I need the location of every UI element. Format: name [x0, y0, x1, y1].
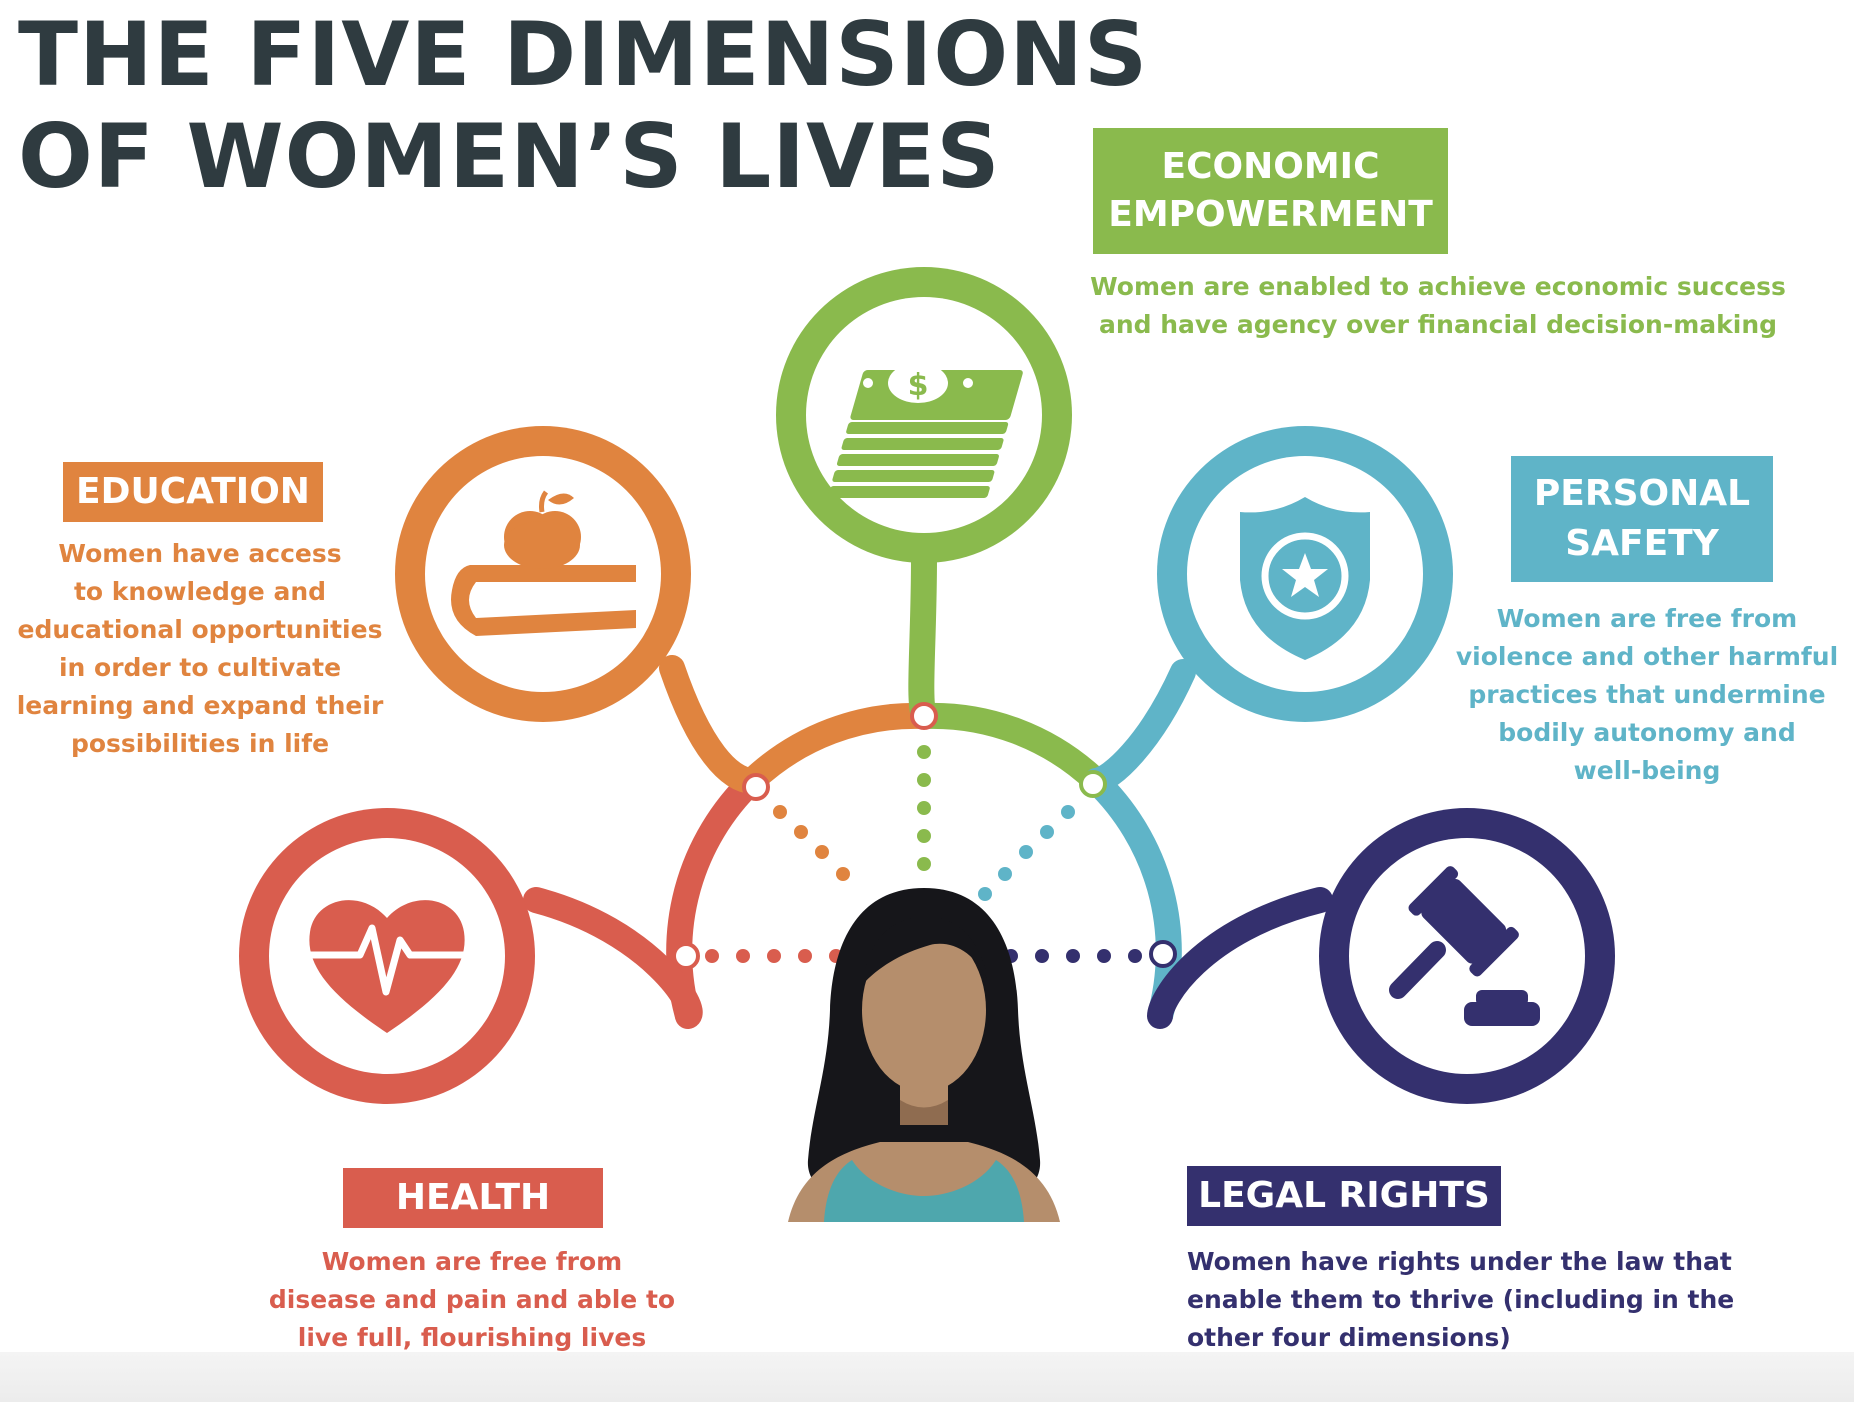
desc-safety: Women are free from violence and other h…: [1450, 600, 1844, 790]
label-economic-line-1: ECONOMIC: [1161, 146, 1380, 187]
desc-education-line-6: possibilities in life: [70, 729, 330, 758]
desc-legal-line-1: Women have rights under the law that: [1187, 1247, 1732, 1276]
apple-book-icon: [451, 490, 636, 636]
desc-safety-line-5: well-being: [1573, 756, 1721, 785]
circle-education: [395, 426, 691, 722]
arc-segment-safety: [1086, 771, 1182, 1020]
neck-shadow: [900, 1100, 948, 1125]
desc-health-line-3: live full, flourishing lives: [297, 1323, 647, 1352]
label-legal: LEGAL RIGHTS: [1187, 1166, 1501, 1226]
arc-segment-education: [743, 702, 925, 791]
title-line-2: OF WOMEN’S LIVES: [18, 105, 1001, 208]
desc-health: Women are free from disease and pain and…: [262, 1243, 682, 1357]
circle-safety: [1157, 426, 1453, 722]
page-title: THE FIVE DIMENSIONS OF WOMEN’S LIVES: [18, 4, 1148, 208]
desc-legal: Women have rights under the law that ena…: [1187, 1243, 1747, 1357]
node-legal: [1149, 940, 1177, 968]
circle-health: [239, 808, 535, 1104]
desc-economic-line-1: Women are enabled to achieve economic su…: [1090, 272, 1786, 301]
woman-illustration: [788, 888, 1060, 1222]
circle-economic: $: [776, 267, 1072, 563]
node-education: [742, 773, 770, 801]
desc-education: Women have access to knowledge and educa…: [8, 535, 392, 763]
stem-economic: [908, 545, 937, 729]
dots-safety: [978, 805, 1075, 901]
gavel-icon: [1389, 866, 1540, 1026]
money-stack-icon: $: [827, 363, 1023, 498]
label-education-text: EDUCATION: [76, 471, 310, 512]
bangs: [862, 916, 990, 985]
desc-education-line-5: learning and expand their: [16, 691, 384, 720]
desc-education-line-2: to knowledge and: [73, 577, 327, 606]
node-economic: [910, 702, 938, 730]
label-education: EDUCATION: [63, 462, 323, 522]
dots-economic: [917, 745, 931, 871]
desc-education-line-1: Women have access: [58, 539, 342, 568]
desc-education-line-4: in order to cultivate: [58, 653, 342, 682]
arc-segment-economic: [923, 702, 1105, 791]
bottom-band: [0, 1352, 1854, 1402]
desc-health-line-1: Women are free from: [321, 1247, 623, 1276]
label-health-text: HEALTH: [395, 1177, 551, 1218]
label-economic: ECONOMIC EMPOWERMENT: [1093, 128, 1448, 254]
title-line-1: THE FIVE DIMENSIONS: [18, 3, 1149, 106]
label-safety: PERSONAL SAFETY: [1511, 456, 1773, 582]
label-legal-text: LEGAL RIGHTS: [1198, 1175, 1490, 1216]
dots-health: [705, 949, 843, 963]
stem-health: [523, 887, 703, 1029]
label-safety-line-1: PERSONAL: [1533, 473, 1751, 514]
desc-safety-line-1: Women are free from: [1496, 604, 1798, 633]
desc-safety-line-3: practices that undermine: [1468, 680, 1826, 709]
label-economic-line-2: EMPOWERMENT: [1108, 194, 1433, 235]
arc-segment-health: [666, 771, 762, 1020]
desc-education-line-3: educational opportunities: [17, 615, 383, 644]
label-health: HEALTH: [343, 1168, 603, 1228]
node-health: [672, 942, 700, 970]
node-safety: [1079, 770, 1107, 798]
desc-economic: Women are enabled to achieve economic su…: [1078, 268, 1798, 344]
dots-legal: [1004, 949, 1142, 963]
heart-pulse-icon: [305, 900, 470, 1033]
stem-safety: [1083, 659, 1196, 794]
circle-legal: [1319, 808, 1615, 1104]
svg-text:$: $: [908, 368, 929, 403]
stem-education: [659, 655, 765, 794]
desc-health-line-2: disease and pain and able to: [268, 1285, 676, 1314]
desc-legal-line-2: enable them to thrive (including in the: [1187, 1285, 1735, 1314]
face: [862, 928, 986, 1092]
desc-economic-line-2: and have agency over financial decision-…: [1098, 310, 1778, 339]
dots-education: [773, 805, 850, 881]
desc-safety-line-2: violence and other harmful: [1455, 642, 1839, 671]
desc-safety-line-4: bodily autonomy and: [1498, 718, 1796, 747]
shield-star-icon: [1240, 497, 1370, 660]
stem-legal: [1147, 887, 1333, 1029]
desc-legal-line-3: other four dimensions): [1187, 1323, 1511, 1352]
tank-top: [824, 1160, 1024, 1222]
label-safety-line-2: SAFETY: [1565, 523, 1719, 564]
